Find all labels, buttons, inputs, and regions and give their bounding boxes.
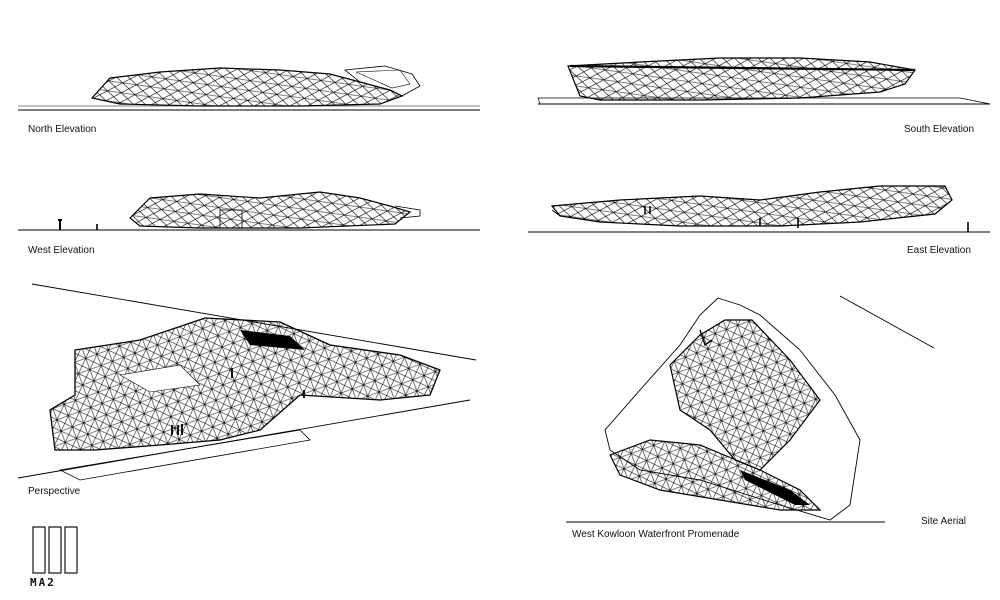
ma2-logo-mark	[32, 526, 78, 574]
ma2-logo-text: MA2	[30, 576, 56, 589]
west-elevation-drawing	[18, 191, 480, 231]
south-elevation-label: South Elevation	[904, 124, 975, 135]
perspective-label: Perspective	[28, 486, 81, 497]
site-aerial-label: Site Aerial	[921, 516, 967, 527]
west-elevation-label: West Elevation	[28, 245, 95, 256]
north-elevation-label: North Elevation	[28, 124, 97, 135]
promenade-label: West Kowloon Waterfront Promenade	[572, 529, 740, 540]
site-aerial-drawing	[566, 295, 935, 523]
north-elevation-drawing	[18, 65, 480, 111]
south-elevation-drawing	[537, 57, 991, 105]
perspective-drawing	[17, 283, 477, 481]
east-elevation-label: East Elevation	[907, 245, 971, 256]
east-elevation-drawing	[528, 185, 990, 233]
